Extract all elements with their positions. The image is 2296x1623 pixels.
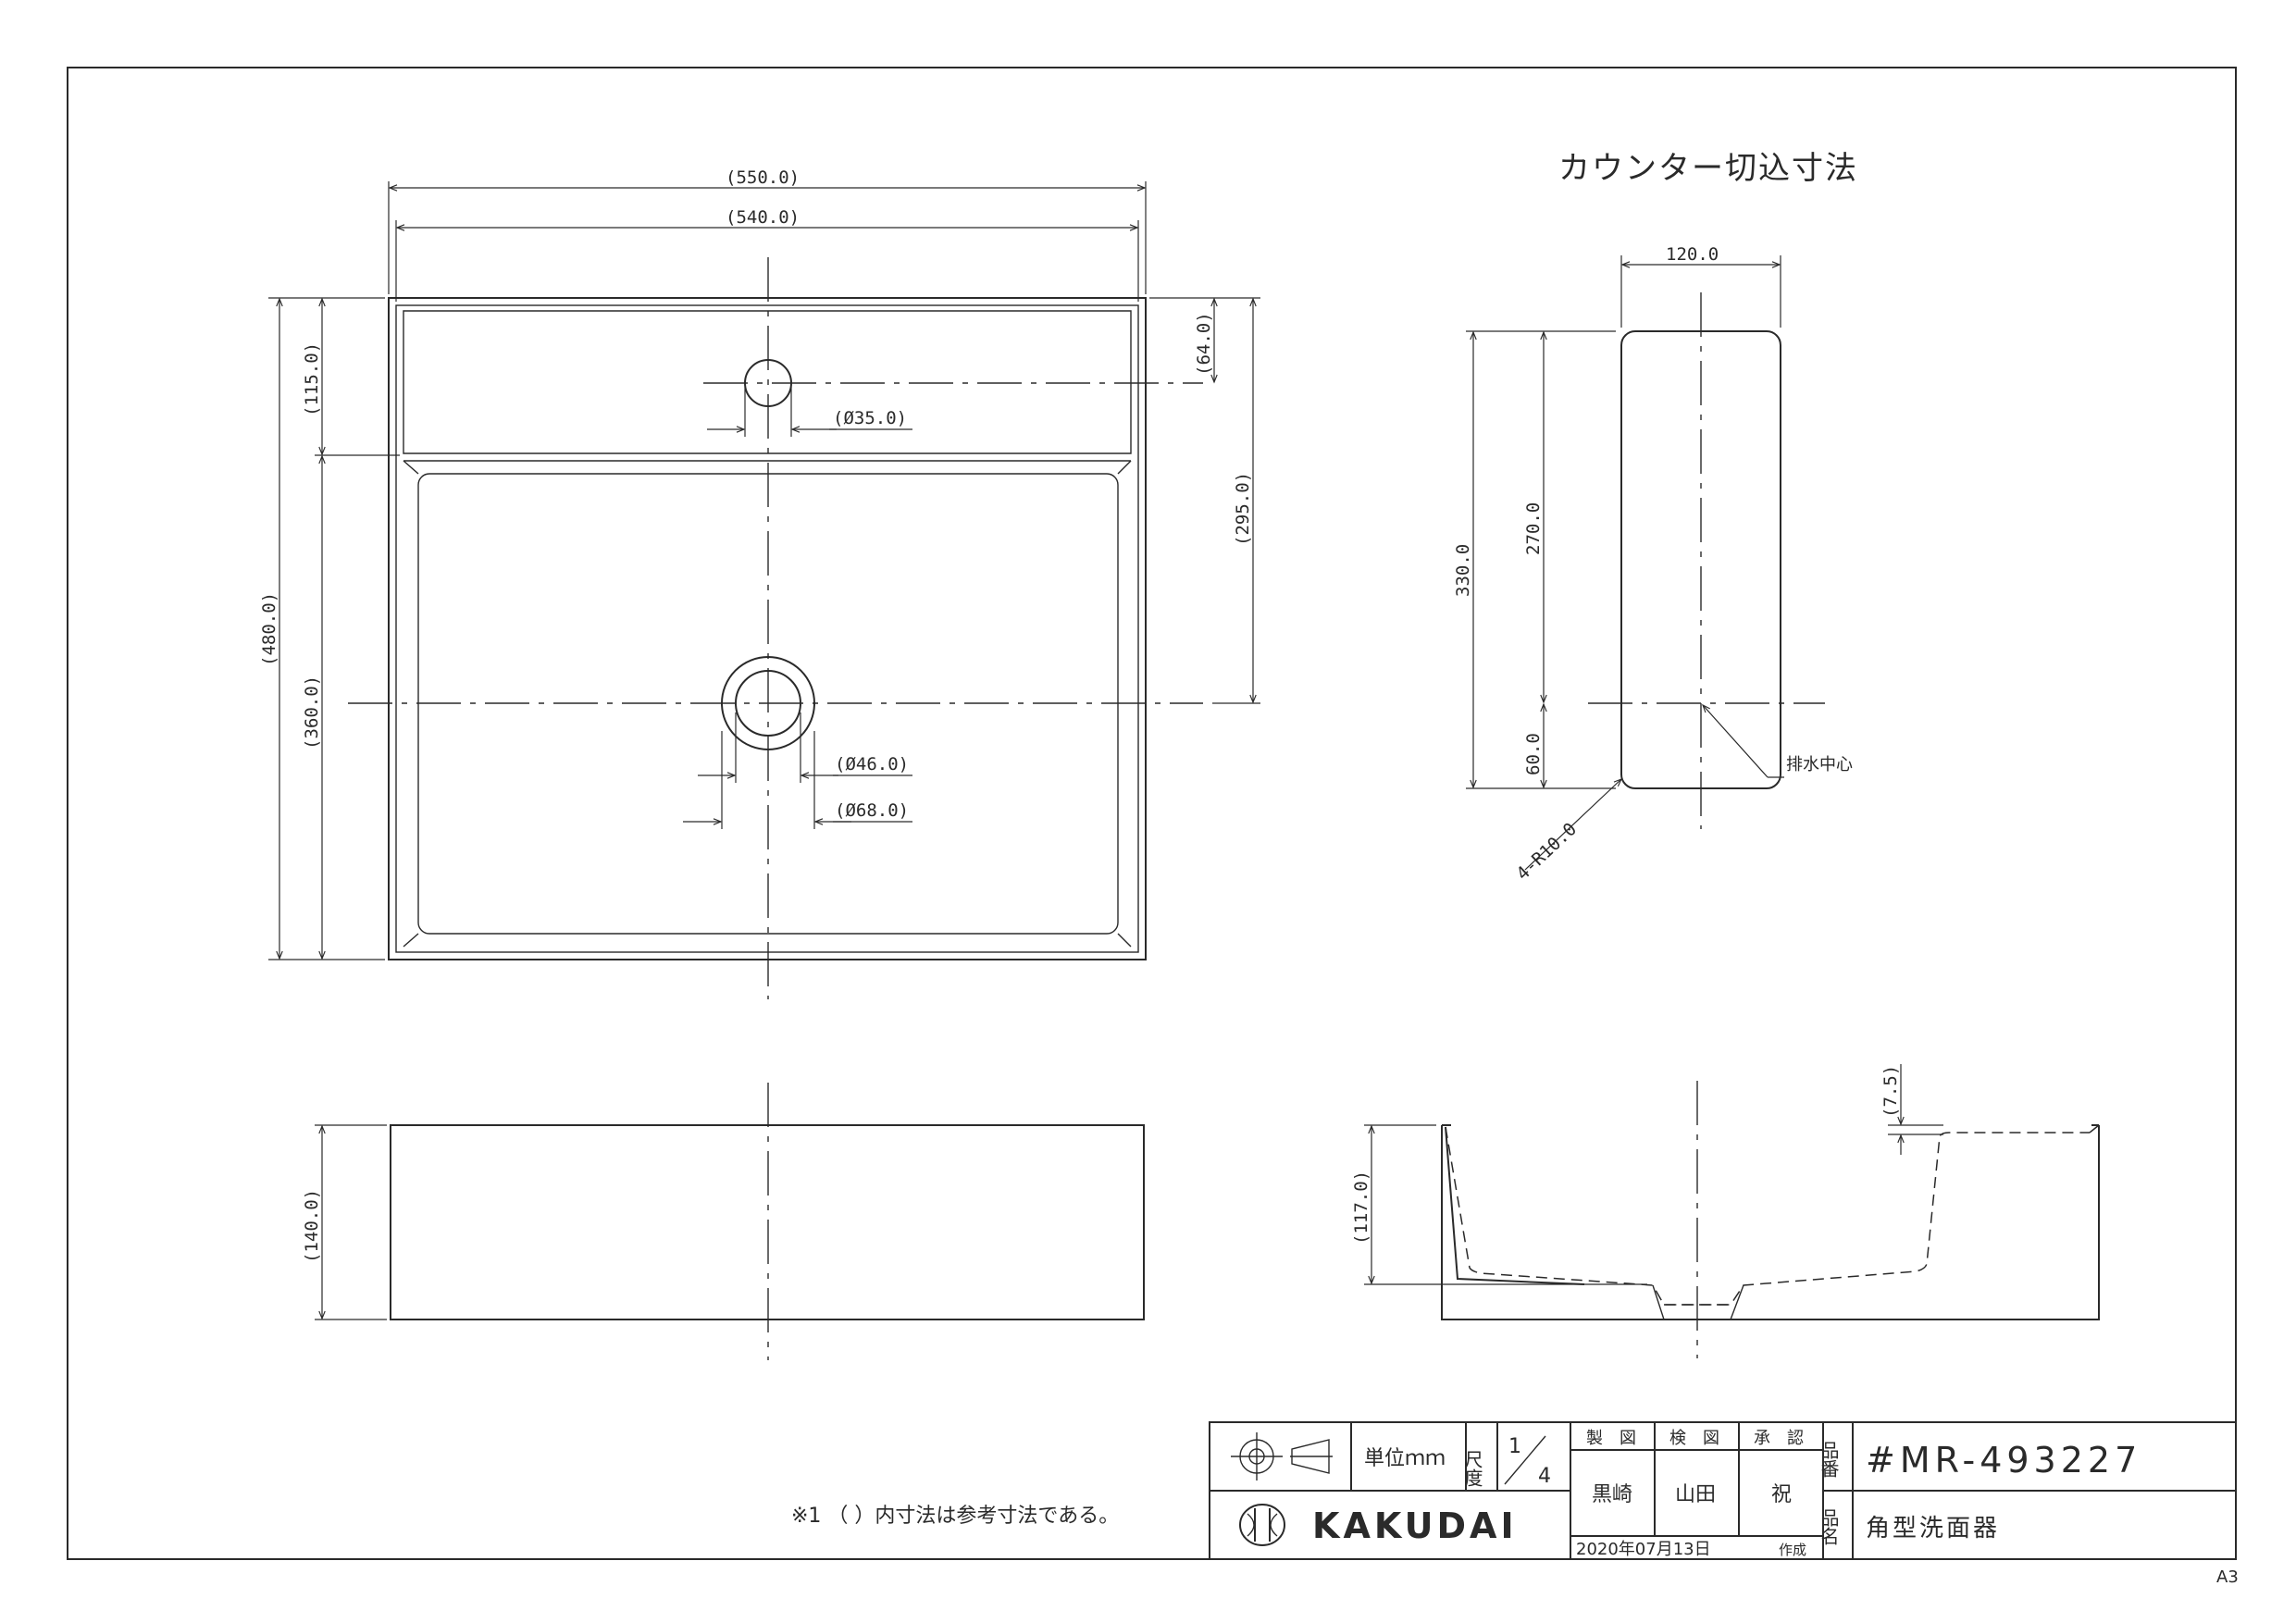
drawn-label: 製 図 <box>1586 1429 1636 1448</box>
created-label: 作成 <box>1779 1542 1806 1558</box>
plan-dimensions: (550.0) (540.0) (480.0) (115.0) (360.0) … <box>259 167 1260 960</box>
scale-numerator: 1 <box>1508 1435 1521 1458</box>
svg-text:330.0: 330.0 <box>1453 544 1473 597</box>
svg-text:(117.0): (117.0) <box>1351 1171 1371 1245</box>
part-no-label: 品番 <box>1818 1441 1840 1478</box>
part-name-label: 品名 <box>1818 1508 1840 1545</box>
svg-text:(7.5): (7.5) <box>1880 1065 1901 1118</box>
reference-note: ※1 （ ）内寸法は参考寸法である。 <box>791 1505 1119 1528</box>
drawing-frame <box>67 67 2237 1560</box>
svg-text:120.0: 120.0 <box>1666 244 1719 265</box>
paper-size-label: A3 <box>2216 1567 2239 1587</box>
scale-denominator: 4 <box>1538 1465 1551 1488</box>
svg-text:(550.0): (550.0) <box>726 167 800 188</box>
unit-label: 単位ｍｍ <box>1364 1447 1446 1470</box>
front-view: (140.0) <box>302 1083 1145 1360</box>
svg-text:270.0: 270.0 <box>1523 502 1544 555</box>
svg-text:60.0: 60.0 <box>1523 733 1544 775</box>
svg-text:(115.0): (115.0) <box>302 342 322 416</box>
part-number: #MR-493227 <box>1866 1440 2141 1481</box>
plan-view <box>348 257 1203 999</box>
scale-label: 尺度 <box>1461 1450 1483 1487</box>
checked-label: 検 図 <box>1669 1429 1719 1448</box>
svg-text:(Ø35.0): (Ø35.0) <box>833 408 907 428</box>
svg-text:4-R10.0: 4-R10.0 <box>1512 819 1581 885</box>
svg-text:(295.0): (295.0) <box>1233 472 1253 546</box>
title-block: 単位ｍｍ 尺度 1 4 製 図 検 図 承 認 黒崎 山田 祝 2020年07月… <box>1209 1421 2237 1560</box>
brand-name: KAKUDAI <box>1312 1505 1518 1546</box>
approved-by: 祝 <box>1771 1483 1792 1506</box>
svg-text:(360.0): (360.0) <box>302 675 322 750</box>
drawn-by: 黒崎 <box>1592 1483 1632 1506</box>
svg-text:(540.0): (540.0) <box>726 207 800 228</box>
drawing-date: 2020年07月13日 <box>1576 1540 1711 1559</box>
svg-text:(64.0): (64.0) <box>1194 312 1214 376</box>
drain-center-label: 排水中心 <box>1786 755 1853 774</box>
section-view: (117.0) (7.5) <box>1351 1064 2100 1358</box>
svg-text:(140.0): (140.0) <box>302 1189 322 1263</box>
approved-label: 承 認 <box>1754 1429 1804 1448</box>
svg-text:(480.0): (480.0) <box>259 592 279 666</box>
third-angle-projection-icon <box>1231 1432 1333 1481</box>
checked-by: 山田 <box>1675 1483 1716 1506</box>
svg-text:(Ø68.0): (Ø68.0) <box>835 800 909 821</box>
kakudai-logo-icon <box>1239 1504 1285 1546</box>
cutout-title: カウンター切込寸法 <box>1558 150 1858 187</box>
svg-text:(Ø46.0): (Ø46.0) <box>835 754 909 774</box>
cutout-view: 120.0 330.0 270.0 60.0 4-R10.0 排水中心 <box>1453 244 1853 885</box>
part-name: 角型洗面器 <box>1866 1515 2000 1542</box>
